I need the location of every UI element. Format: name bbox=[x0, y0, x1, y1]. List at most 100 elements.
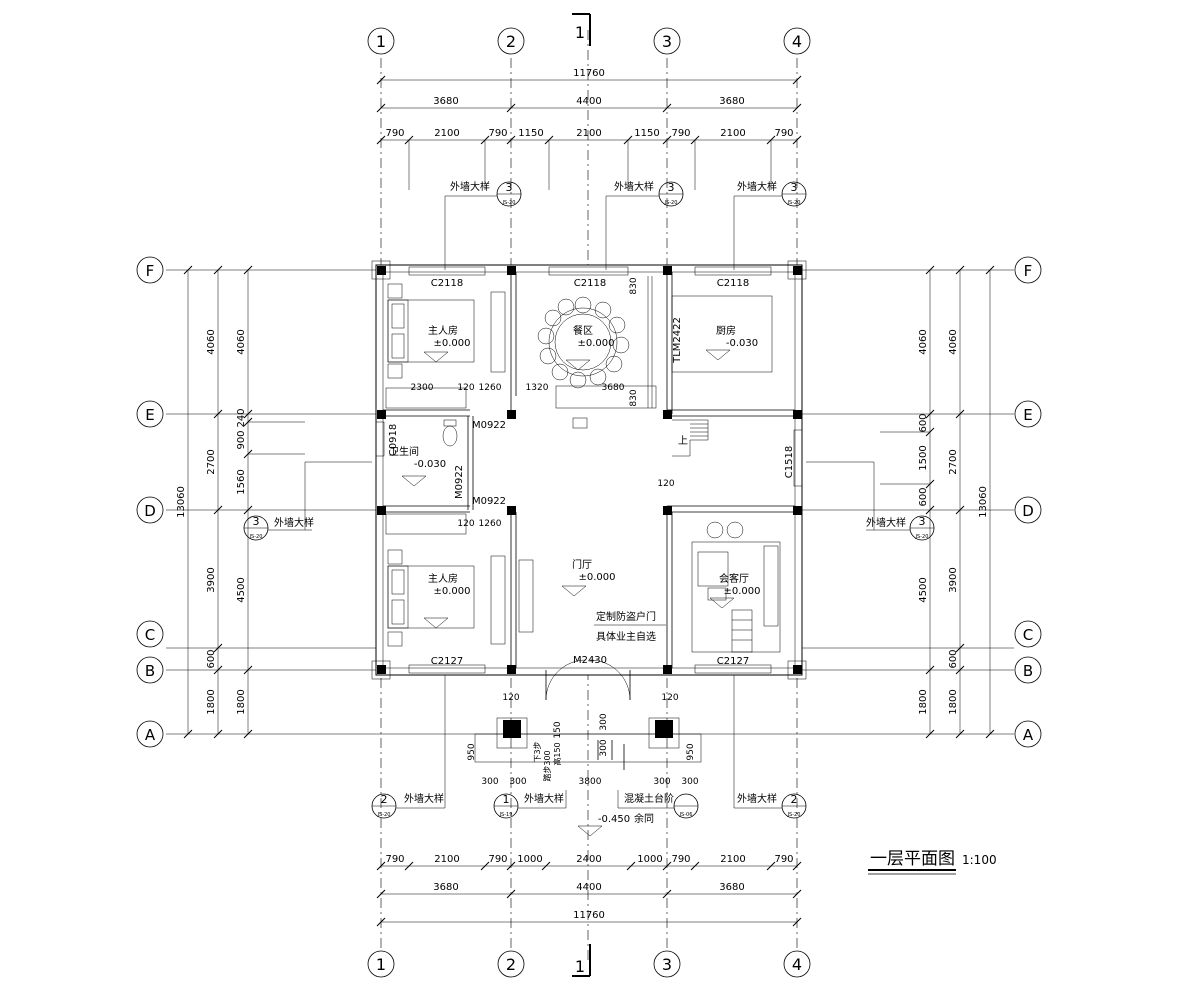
axis-label-C-left: C bbox=[145, 626, 155, 644]
callout-num-top-1: 3 bbox=[506, 181, 513, 194]
detail-callouts-bottom: 外墙大样 2 JS-20 外墙大样 1 JS-19 JS-06 外墙大样 2 J… bbox=[371, 675, 807, 819]
dim-left-outer-5: 1800 bbox=[206, 689, 217, 714]
elevation-markers bbox=[401, 349, 735, 837]
callout-num-bottom-4: 2 bbox=[791, 793, 798, 806]
callout-num-right: 3 bbox=[919, 515, 926, 528]
axis-label-3-top: 3 bbox=[662, 32, 672, 51]
room-label-hall: 门厅 bbox=[572, 558, 592, 571]
dim-top-bay-2: 4400 bbox=[576, 96, 601, 107]
window-label-c1518: C1518 bbox=[784, 446, 795, 478]
window-label-top-1: C2118 bbox=[431, 278, 463, 289]
callout-num-left: 3 bbox=[253, 515, 260, 528]
room-label-dining: 餐区 bbox=[573, 324, 593, 337]
callout-num-bottom-1: 2 bbox=[381, 793, 388, 806]
callout-sheet-bottom-2: JS-19 bbox=[499, 812, 513, 818]
door-label-m2430: M2430 bbox=[573, 655, 607, 666]
room-label-kitchen: 厨房 bbox=[716, 324, 736, 337]
misc-dim-150: 150 bbox=[553, 721, 563, 738]
drawing-title: 一层平面图 bbox=[870, 849, 955, 869]
misc-dim-950-a: 950 bbox=[467, 743, 477, 760]
dim-left-inner-6: 1800 bbox=[236, 689, 247, 714]
axis-label-B-right: B bbox=[1023, 662, 1033, 680]
opening-labels: C2118 C2118 C2118 C2127 C2127 C0918 C151… bbox=[388, 278, 795, 825]
misc-dim-120-c: 120 bbox=[502, 693, 519, 703]
axis-label-F-right: F bbox=[1024, 262, 1033, 280]
dim-top-total: 11760 bbox=[573, 68, 605, 79]
dim-right-inner-2: 600 bbox=[918, 413, 929, 432]
room-label-wc: 卫生间 bbox=[389, 445, 419, 458]
dim-bottom-detail-6: 1000 bbox=[637, 854, 662, 865]
axis-bubbles-left: F E D C B A bbox=[136, 256, 164, 748]
elev-master-lower: ±0.000 bbox=[433, 586, 470, 597]
dim-bottom-detail-4: 1000 bbox=[517, 854, 542, 865]
dim-right-inner-6: 1800 bbox=[918, 689, 929, 714]
axis-label-C-right: C bbox=[1023, 626, 1033, 644]
kitchen-counter bbox=[647, 276, 773, 408]
callout-num-top-3: 3 bbox=[791, 181, 798, 194]
structural-columns bbox=[377, 266, 802, 738]
elev-kitchen: -0.030 bbox=[726, 338, 758, 349]
misc-dim-3800: 3800 bbox=[579, 777, 602, 787]
detail-callouts-top: 外墙大样 3 JS-20 外墙大样 3 JS-20 外墙大样 3 JS-20 bbox=[444, 180, 807, 270]
door-note-line-2: 具体业主自选 bbox=[596, 630, 656, 643]
misc-dim-1320: 1320 bbox=[526, 383, 549, 393]
dim-bottom-detail-1: 790 bbox=[385, 854, 404, 865]
dim-left-outer-3: 3900 bbox=[206, 567, 217, 592]
detail-callouts-side: 外墙大样 3 JS-20 外墙大样 3 JS-20 bbox=[243, 461, 935, 541]
window-label-top-3: C2118 bbox=[717, 278, 749, 289]
dim-bottom-detail-5: 2400 bbox=[576, 854, 601, 865]
callout-label-bottom-4: 外墙大样 bbox=[737, 792, 777, 805]
step-note-line-2: 余同 bbox=[634, 812, 654, 825]
axis-label-F-left: F bbox=[146, 262, 155, 280]
callout-sheet-top-2: JS-20 bbox=[664, 200, 678, 206]
step-note-line-1: 混凝土台阶 bbox=[624, 792, 674, 805]
elev-hall: ±0.000 bbox=[578, 572, 615, 583]
elev-lounge: ±0.000 bbox=[723, 586, 760, 597]
room-label-master-upper: 主人房 bbox=[428, 324, 458, 337]
step-note-a: 下3步 bbox=[533, 741, 542, 762]
misc-dim-300-d: 300 bbox=[681, 777, 698, 787]
callout-label-top-1: 外墙大样 bbox=[450, 180, 490, 193]
dim-top-detail-8: 2100 bbox=[720, 128, 745, 139]
elev-outside: -0.450 bbox=[598, 814, 630, 825]
elev-master-upper: ±0.000 bbox=[433, 338, 470, 349]
dining-table bbox=[537, 296, 657, 429]
dim-bottom-detail-3: 790 bbox=[488, 854, 507, 865]
room-labels: 主人房 ±0.000 餐区 ±0.000 厨房 -0.030 卫生间 -0.03… bbox=[389, 324, 761, 825]
misc-dim-1260-a: 1260 bbox=[479, 383, 502, 393]
axis-label-4-bottom: 4 bbox=[792, 955, 802, 974]
door-note-line-1: 定制防盗户门 bbox=[596, 610, 656, 623]
misc-dim-300-c: 300 bbox=[653, 777, 670, 787]
dim-right-total: 13060 bbox=[978, 486, 989, 518]
misc-dim-3680-mid: 3680 bbox=[602, 383, 625, 393]
callout-sheet-bottom-1: JS-20 bbox=[377, 812, 391, 818]
section-label-bottom: 1 bbox=[575, 957, 585, 976]
dim-top-detail-9: 790 bbox=[774, 128, 793, 139]
elev-wc: -0.030 bbox=[414, 459, 446, 470]
callout-num-top-2: 3 bbox=[668, 181, 675, 194]
callout-sheet-right: JS-20 bbox=[915, 534, 929, 540]
dim-left-inner-4: 1560 bbox=[236, 469, 247, 494]
misc-dim-300-a: 300 bbox=[481, 777, 498, 787]
dim-left-inner-1: 4060 bbox=[236, 329, 247, 354]
callout-label-right: 外墙大样 bbox=[866, 516, 906, 529]
misc-dim-300-f: 300 bbox=[599, 739, 609, 756]
dimensions-left: 13060 4060 2700 3900 600 1800 4060 900 2… bbox=[176, 265, 305, 739]
dim-left-total: 13060 bbox=[176, 486, 187, 518]
dim-left-outer-2: 2700 bbox=[206, 449, 217, 474]
dim-bottom-bay-3: 3680 bbox=[719, 882, 744, 893]
axis-label-4-top: 4 bbox=[792, 32, 802, 51]
axis-label-3-bottom: 3 bbox=[662, 955, 672, 974]
dim-right-outer-4: 600 bbox=[948, 649, 959, 668]
callout-sheet-top-3: JS-20 bbox=[787, 200, 801, 206]
misc-dimensions: 2300 120 1260 1320 3680 830 830 120 120 … bbox=[411, 277, 699, 787]
dim-bottom-bay-2: 4400 bbox=[576, 882, 601, 893]
axis-label-B-left: B bbox=[145, 662, 155, 680]
dim-top-bay-1: 3680 bbox=[433, 96, 458, 107]
dim-left-outer-1: 4060 bbox=[206, 329, 217, 354]
dim-right-outer-2: 2700 bbox=[948, 449, 959, 474]
misc-dim-2300: 2300 bbox=[411, 383, 434, 393]
window-label-bottom-2: C2127 bbox=[717, 656, 749, 667]
axis-label-2-bottom: 2 bbox=[506, 955, 516, 974]
